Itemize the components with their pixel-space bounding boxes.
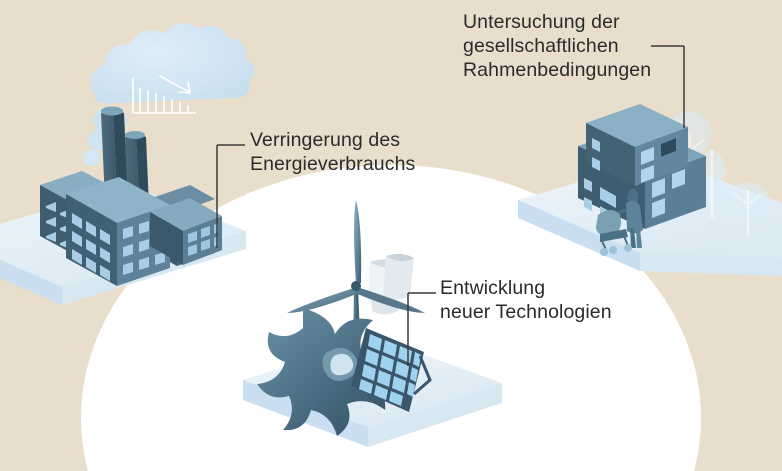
label-society-line1: Untersuchung der [463, 11, 620, 33]
leader-line-energy [216, 144, 245, 248]
tree-broadleaf [726, 182, 770, 236]
person-with-stroller [596, 188, 643, 256]
down-arrow-icon [159, 75, 191, 94]
label-society-line3: Rahmenbedingungen [463, 59, 652, 81]
leader-line-tech [407, 292, 436, 366]
stroller [596, 210, 632, 256]
label-societal-framework: Untersuchung der gesellschaftlichen Rahm… [463, 10, 651, 82]
declining-bar-chart [132, 78, 196, 114]
apartment-building [578, 104, 706, 229]
label-society-line2: gesellschaftlichen [463, 35, 619, 57]
annex-block [150, 198, 222, 265]
label-energy-reduction: Verringerung des Energieverbrauchs [250, 128, 415, 176]
label-energy-line2: Energieverbrauchs [250, 153, 416, 175]
label-energy-line1: Verringerung des [250, 129, 401, 151]
spiral-turbine [257, 308, 395, 436]
scene-residential [518, 104, 782, 276]
window-grid-left [72, 213, 110, 281]
solar-panel [351, 328, 432, 412]
label-tech-line2: neuer Technologien [440, 301, 612, 323]
label-tech-line1: Entwicklung [440, 277, 546, 299]
leader-line-society [651, 45, 685, 128]
label-new-technologies: Entwicklung neuer Technologien [440, 276, 612, 324]
solar-cells [359, 334, 421, 406]
scene-renewables [243, 200, 502, 447]
emission-cloud [83, 23, 255, 166]
scene-factory [0, 23, 255, 305]
